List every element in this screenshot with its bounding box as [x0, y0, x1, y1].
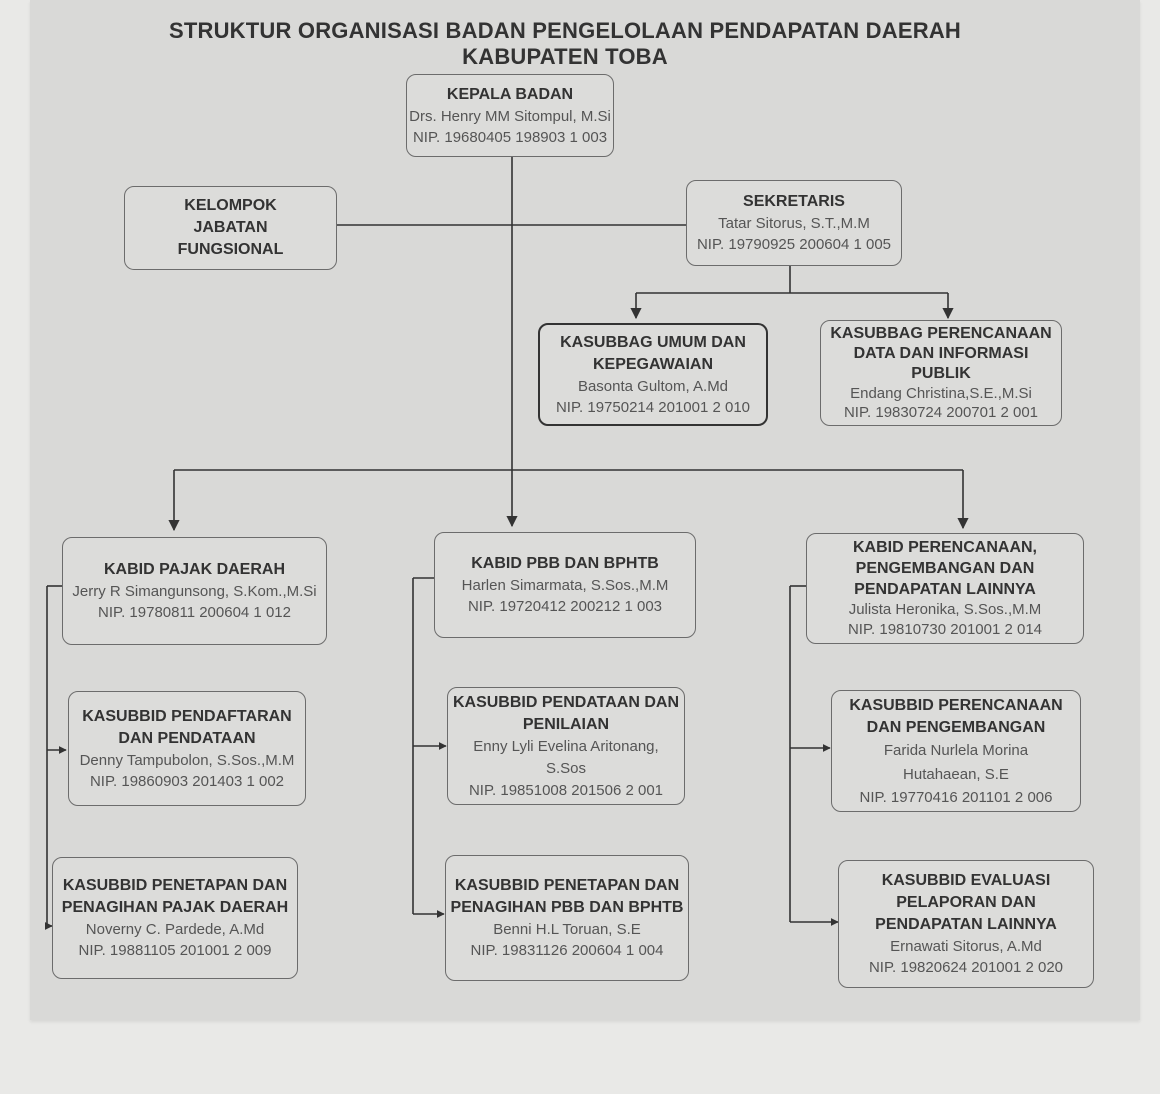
chart-board	[30, 0, 1140, 1020]
box-title: KASUBBID PERENCANAAN DAN PENGEMBANGAN	[849, 696, 1063, 736]
box-nip: NIP. 19830724 200701 2 001	[843, 404, 1039, 421]
box-name: Benni H.L Toruan, S.E	[493, 921, 641, 938]
box-name: Jerry R Simangunsong, S.Kom.,M.Si	[72, 583, 317, 600]
box-title: KASUBBID EVALUASI PELAPORAN DAN PENDAPAT…	[875, 872, 1057, 933]
box-title: KASUBBAG PERENCANAAN DATA DAN INFORMASI …	[830, 325, 1052, 382]
box-title: KEPALA BADAN	[446, 85, 574, 103]
box-kabid-pbb-bphtb: KABID PBB DAN BPHTB Harlen Simarmata, S.…	[434, 532, 696, 638]
box-kepala-badan: KEPALA BADAN Drs. Henry MM Sitompul, M.S…	[406, 74, 614, 157]
box-nip: NIP. 19860903 201403 1 002	[89, 772, 285, 790]
box-nip: NIP. 19720412 200212 1 003	[467, 598, 663, 615]
box-title: KASUBBID PENDATAAN DAN PENILAIAN	[452, 693, 680, 733]
box-title: KABID PBB DAN BPHTB	[471, 555, 659, 572]
box-name: Harlen Simarmata, S.Sos.,M.M	[461, 577, 669, 594]
box-kasubbid-penetapan-pajak: KASUBBID PENETAPAN DAN PENAGIHAN PAJAK D…	[52, 857, 298, 979]
box-title: KASUBBID PENETAPAN DAN PENAGIHAN PAJAK D…	[61, 877, 289, 916]
box-title: KASUBBID PENDAFTARAN DAN PENDATAAN	[82, 707, 292, 747]
box-nip: NIP. 19831126 200604 1 004	[470, 942, 664, 959]
box-kabid-pajak-daerah: KABID PAJAK DAERAH Jerry R Simangunsong,…	[62, 537, 327, 645]
box-nip: NIP. 19680405 198903 1 003	[412, 128, 608, 146]
box-nip: NIP. 19810730 201001 2 014	[847, 621, 1043, 638]
box-name: Ernawati Sitorus, A.Md	[890, 938, 1042, 955]
box-nip: NIP. 19750214 201001 2 010	[555, 398, 751, 416]
box-title: SEKRETARIS	[743, 193, 845, 210]
box-kasubbid-perencanaan-pengembangan: KASUBBID PERENCANAAN DAN PENGEMBANGAN Fa…	[831, 690, 1081, 812]
page-title: STRUKTUR ORGANISASI BADAN PENGELOLAAN PE…	[168, 18, 961, 69]
box-name: Tatar Sitorus, S.T.,M.M	[718, 215, 870, 232]
box-nip: NIP. 19820624 201001 2 020	[868, 959, 1064, 976]
box-name: Denny Tampubolon, S.Sos.,M.M	[79, 751, 295, 769]
box-name: Basonta Gultom, A.Md	[577, 377, 729, 395]
box-title: KELOMPOK JABATAN FUNGSIONAL	[177, 197, 284, 258]
box-name: Drs. Henry MM Sitompul, M.Si	[409, 107, 611, 125]
box-name: Noverny C. Pardede, A.Md	[85, 921, 265, 938]
box-title: KABID PERENCANAAN, PENGEMBANGAN DAN PEND…	[852, 539, 1037, 598]
box-kelompok-jabatan-fungsional: KELOMPOK JABATAN FUNGSIONAL	[124, 186, 337, 270]
box-kasubbag-perencanaan-data: KASUBBAG PERENCANAAN DATA DAN INFORMASI …	[820, 320, 1062, 426]
box-title: KABID PAJAK DAERAH	[103, 561, 286, 578]
box-nip: NIP. 19780811 200604 1 012	[98, 604, 291, 621]
box-title: KASUBBAG UMUM DAN KEPEGAWAIAN	[560, 333, 746, 373]
box-nip: NIP. 19881105 201001 2 009	[78, 942, 272, 959]
box-kasubbag-umum: KASUBBAG UMUM DAN KEPEGAWAIAN Basonta Gu…	[538, 323, 768, 426]
box-kabid-perencanaan: KABID PERENCANAAN, PENGEMBANGAN DAN PEND…	[806, 533, 1084, 644]
box-nip: NIP. 19790925 200604 1 005	[696, 236, 892, 253]
box-kasubbid-penetapan-pbb: KASUBBID PENETAPAN DAN PENAGIHAN PBB DAN…	[445, 855, 689, 981]
box-kasubbid-pendataan: KASUBBID PENDATAAN DAN PENILAIAN Enny Ly…	[447, 687, 685, 805]
box-nip: NIP. 19851008 201506 2 001	[468, 781, 664, 799]
box-nip: NIP. 19770416 201101 2 006	[859, 788, 1053, 806]
box-name: Farida Nurlela Morina Hutahaean, S.E	[883, 741, 1029, 783]
box-kasubbid-pendaftaran: KASUBBID PENDAFTARAN DAN PENDATAAN Denny…	[68, 691, 306, 806]
box-title: KASUBBID PENETAPAN DAN PENAGIHAN PBB DAN…	[450, 877, 684, 916]
box-sekretaris: SEKRETARIS Tatar Sitorus, S.T.,M.M NIP. …	[686, 180, 902, 266]
box-kasubbid-evaluasi: KASUBBID EVALUASI PELAPORAN DAN PENDAPAT…	[838, 860, 1094, 988]
box-name: Julista Heronika, S.Sos.,M.M	[848, 601, 1042, 618]
box-name: Endang Christina,S.E.,M.Si	[850, 385, 1032, 402]
box-name: Enny Lyli Evelina Aritonang, S.Sos	[473, 737, 659, 777]
